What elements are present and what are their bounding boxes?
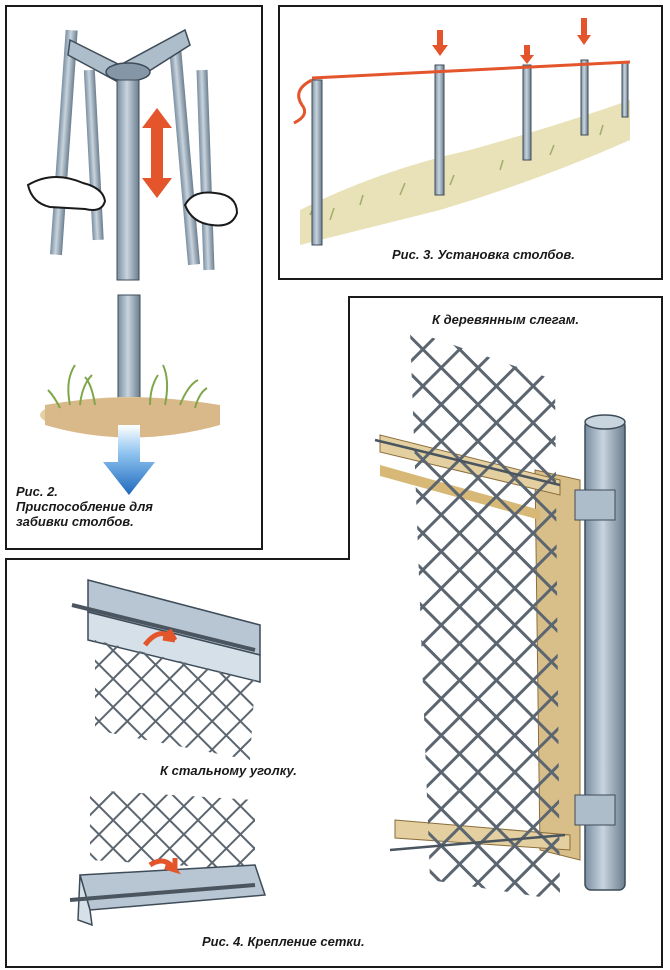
wood-rails-label: К деревянным слегам. — [432, 312, 580, 327]
figure-2-caption: Рис. 2. Приспособление для забивки столб… — [16, 484, 216, 529]
mesh-to-steel-angle-bottom — [69, 790, 267, 927]
steel-angle-label: К стальному уголку. — [160, 763, 297, 778]
driven-post — [40, 294, 220, 495]
post-driver-device — [26, 28, 239, 281]
figure-4-caption: Рис. 4. Крепление сетки. — [202, 934, 365, 949]
post-installation-scene — [293, 18, 631, 246]
figure-3-caption: Рис. 3. Установка столбов. — [392, 247, 575, 262]
figure-2-caption-line-1: Рис. 2. — [16, 484, 58, 499]
mesh-to-steel-angle-top — [71, 579, 261, 760]
figure-2-caption-line-2: Приспособление для — [16, 499, 153, 514]
mesh-to-wood-rails — [374, 330, 626, 900]
figure-2-caption-line-3: забивки столбов. — [16, 514, 134, 529]
